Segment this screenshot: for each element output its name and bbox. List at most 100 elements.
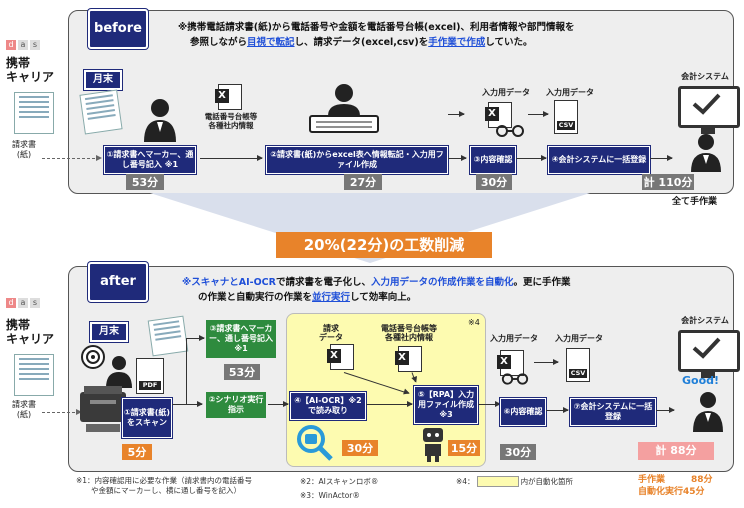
after-step2: ②シナリオ実行指示 [206,392,266,418]
flow-arrow [186,335,205,341]
before-step4: ④会計システムに一括登録 [548,146,650,174]
before-note-line1: ※携帯電話請求書(紙)から電話番号や金額を電話番号台帳(excel)、利用者情報… [178,22,575,33]
manual-label: 手作業 [638,475,666,485]
dashed-arrow [42,155,102,161]
das-logo: d a s [6,40,40,50]
invoice-stack-icon [147,315,189,357]
note-text: で請求書を電子化し、 [275,277,371,288]
note-text: して効率向上。 [350,292,417,303]
flow-arrow [528,111,549,117]
after-step4: ④【AI-OCR】※2で読み取り [290,392,366,420]
check-icon [692,337,721,359]
das-logo-a: a [18,298,28,308]
csv-file-icon: CSV [566,348,590,382]
all-manual-label: 全て手作業 [672,197,718,207]
flow-arrow [448,111,465,117]
das-logo-s: s [30,298,40,308]
scan-target-icon [81,345,105,369]
accounting-monitor-icon [678,330,740,378]
flow-arrow [546,407,569,413]
person-at-keyboard-icon [309,84,379,133]
flow-arrow [478,401,501,407]
note-highlight-parallel: 並行実行 [312,292,351,303]
person-icon [691,134,721,172]
das-logo-d: d [6,40,16,50]
csv-label: CSV [569,369,587,378]
input-data-label: 入力用データ [482,88,530,97]
invoice-document-icon [14,92,54,134]
footnote-4: ※4： 内が自動化箇所 [456,476,573,487]
automation-region-mark: ※4 [468,318,480,327]
after-note: ※スキャナとAI-OCRで請求書を電子化し、入力用データの作成作業を自動化。更に… [182,275,682,305]
invoice-stack-icon [79,89,123,135]
csv-file-icon: CSV [554,100,578,134]
before-tag: before [88,9,148,49]
after-note-line2: の作業と自動実行の作業を並行実行して効率向上。 [182,290,682,305]
invoice-label: 請求書 (紙) [12,140,36,159]
excel-input-icon: X [497,350,524,376]
note-text: していた。 [485,37,533,48]
footnote-4-prefix: ※4： [456,477,475,486]
after-step3: ③請求書へマーカー、通し番号記入 ※1 [206,320,276,358]
month-end-tag: 月末 [84,70,122,90]
input-data-label: 入力用データ [555,334,603,343]
carrier-label: 携帯 キャリア [6,56,55,84]
input-data-label: 入力用データ [546,88,594,97]
after-step1: ①請求書(紙)をスキャン [122,398,172,438]
csv-label: CSV [557,121,575,130]
invoice-document-icon [14,354,54,396]
check-icon [692,93,721,115]
excel-ledger-icon: X [395,346,422,372]
before-note: ※携帯電話請求書(紙)から電話番号や金額を電話番号台帳(excel)、利用者情報… [178,20,698,50]
invoice-data-label: 請求 データ [319,324,343,342]
note-highlight-manual: 手作業で作成 [428,37,486,48]
footnote-3: ※3：WinActor® [300,491,360,500]
person-icon [144,99,176,142]
person-icon [106,356,132,388]
before-step1: ①請求書へマーカー、通し番号記入 ※1 [104,146,196,174]
excel-invoice-data-icon: X [327,344,354,370]
footnote-4-text: 内が自動化箇所 [520,477,574,486]
after-step7: ⑦会計システムに一括登録 [570,398,656,426]
flow-arrow [534,359,559,365]
flow-arrow [656,407,675,413]
before-step3-time: 30分 [476,174,512,190]
flow-arrow [366,401,413,407]
before-step2-time: 27分 [344,174,382,190]
person-icon [693,392,723,432]
das-logo-d: d [6,298,16,308]
das-logo-s: s [30,40,40,50]
carrier-label: 携帯 キャリア [6,318,55,346]
das-logo: d a s [6,298,40,308]
input-data-label: 入力用データ [490,334,538,343]
manual-row: 手作業 88分 [638,474,713,486]
after-note-line1: ※スキャナとAI-OCRで請求書を電子化し、入力用データの作成作業を自動化。更に… [182,275,682,290]
flow-arrow [200,155,263,161]
after-step3-time: 53分 [224,364,260,380]
note-highlight-visual: 目視で転記 [247,37,295,48]
rpa-robot-icon [423,428,443,462]
after-step5: ⑤【RPA】入力用ファイル作成 ※3 [414,386,478,424]
before-step3: ③内容確認 [470,146,516,174]
after-step6-time: 30分 [500,444,536,460]
flow-arrow [268,401,289,407]
after-step6: ⑥内容確認 [500,398,546,426]
note-highlight: ※スキャナとAI-OCR [182,277,276,288]
dashed-arrow [42,409,82,415]
note-text: 参照しながら [190,37,248,48]
accounting-monitor-icon [678,86,740,134]
after-step5-time: 15分 [448,440,480,456]
flow-arrow [650,155,673,161]
branch-line [186,338,187,404]
flow-arrow [448,155,467,161]
reduction-banner: 20%(22分)の工数削減 [276,232,492,258]
scanner-icon [80,386,126,432]
auto-label: 自動化実行 [638,487,684,497]
excel-input-icon: X [485,102,512,128]
before-step2: ②請求書(紙)からexcel表へ情報転記・入力用ファイル作成 [266,146,448,174]
ledger-label: 電話番号台帳等 各種社内情報 [204,112,258,130]
footnote-2: ※2：AIスキャンロボ® [300,477,379,486]
before-total: 計 110分 [642,174,694,190]
manual-time: 88分 [691,475,713,485]
